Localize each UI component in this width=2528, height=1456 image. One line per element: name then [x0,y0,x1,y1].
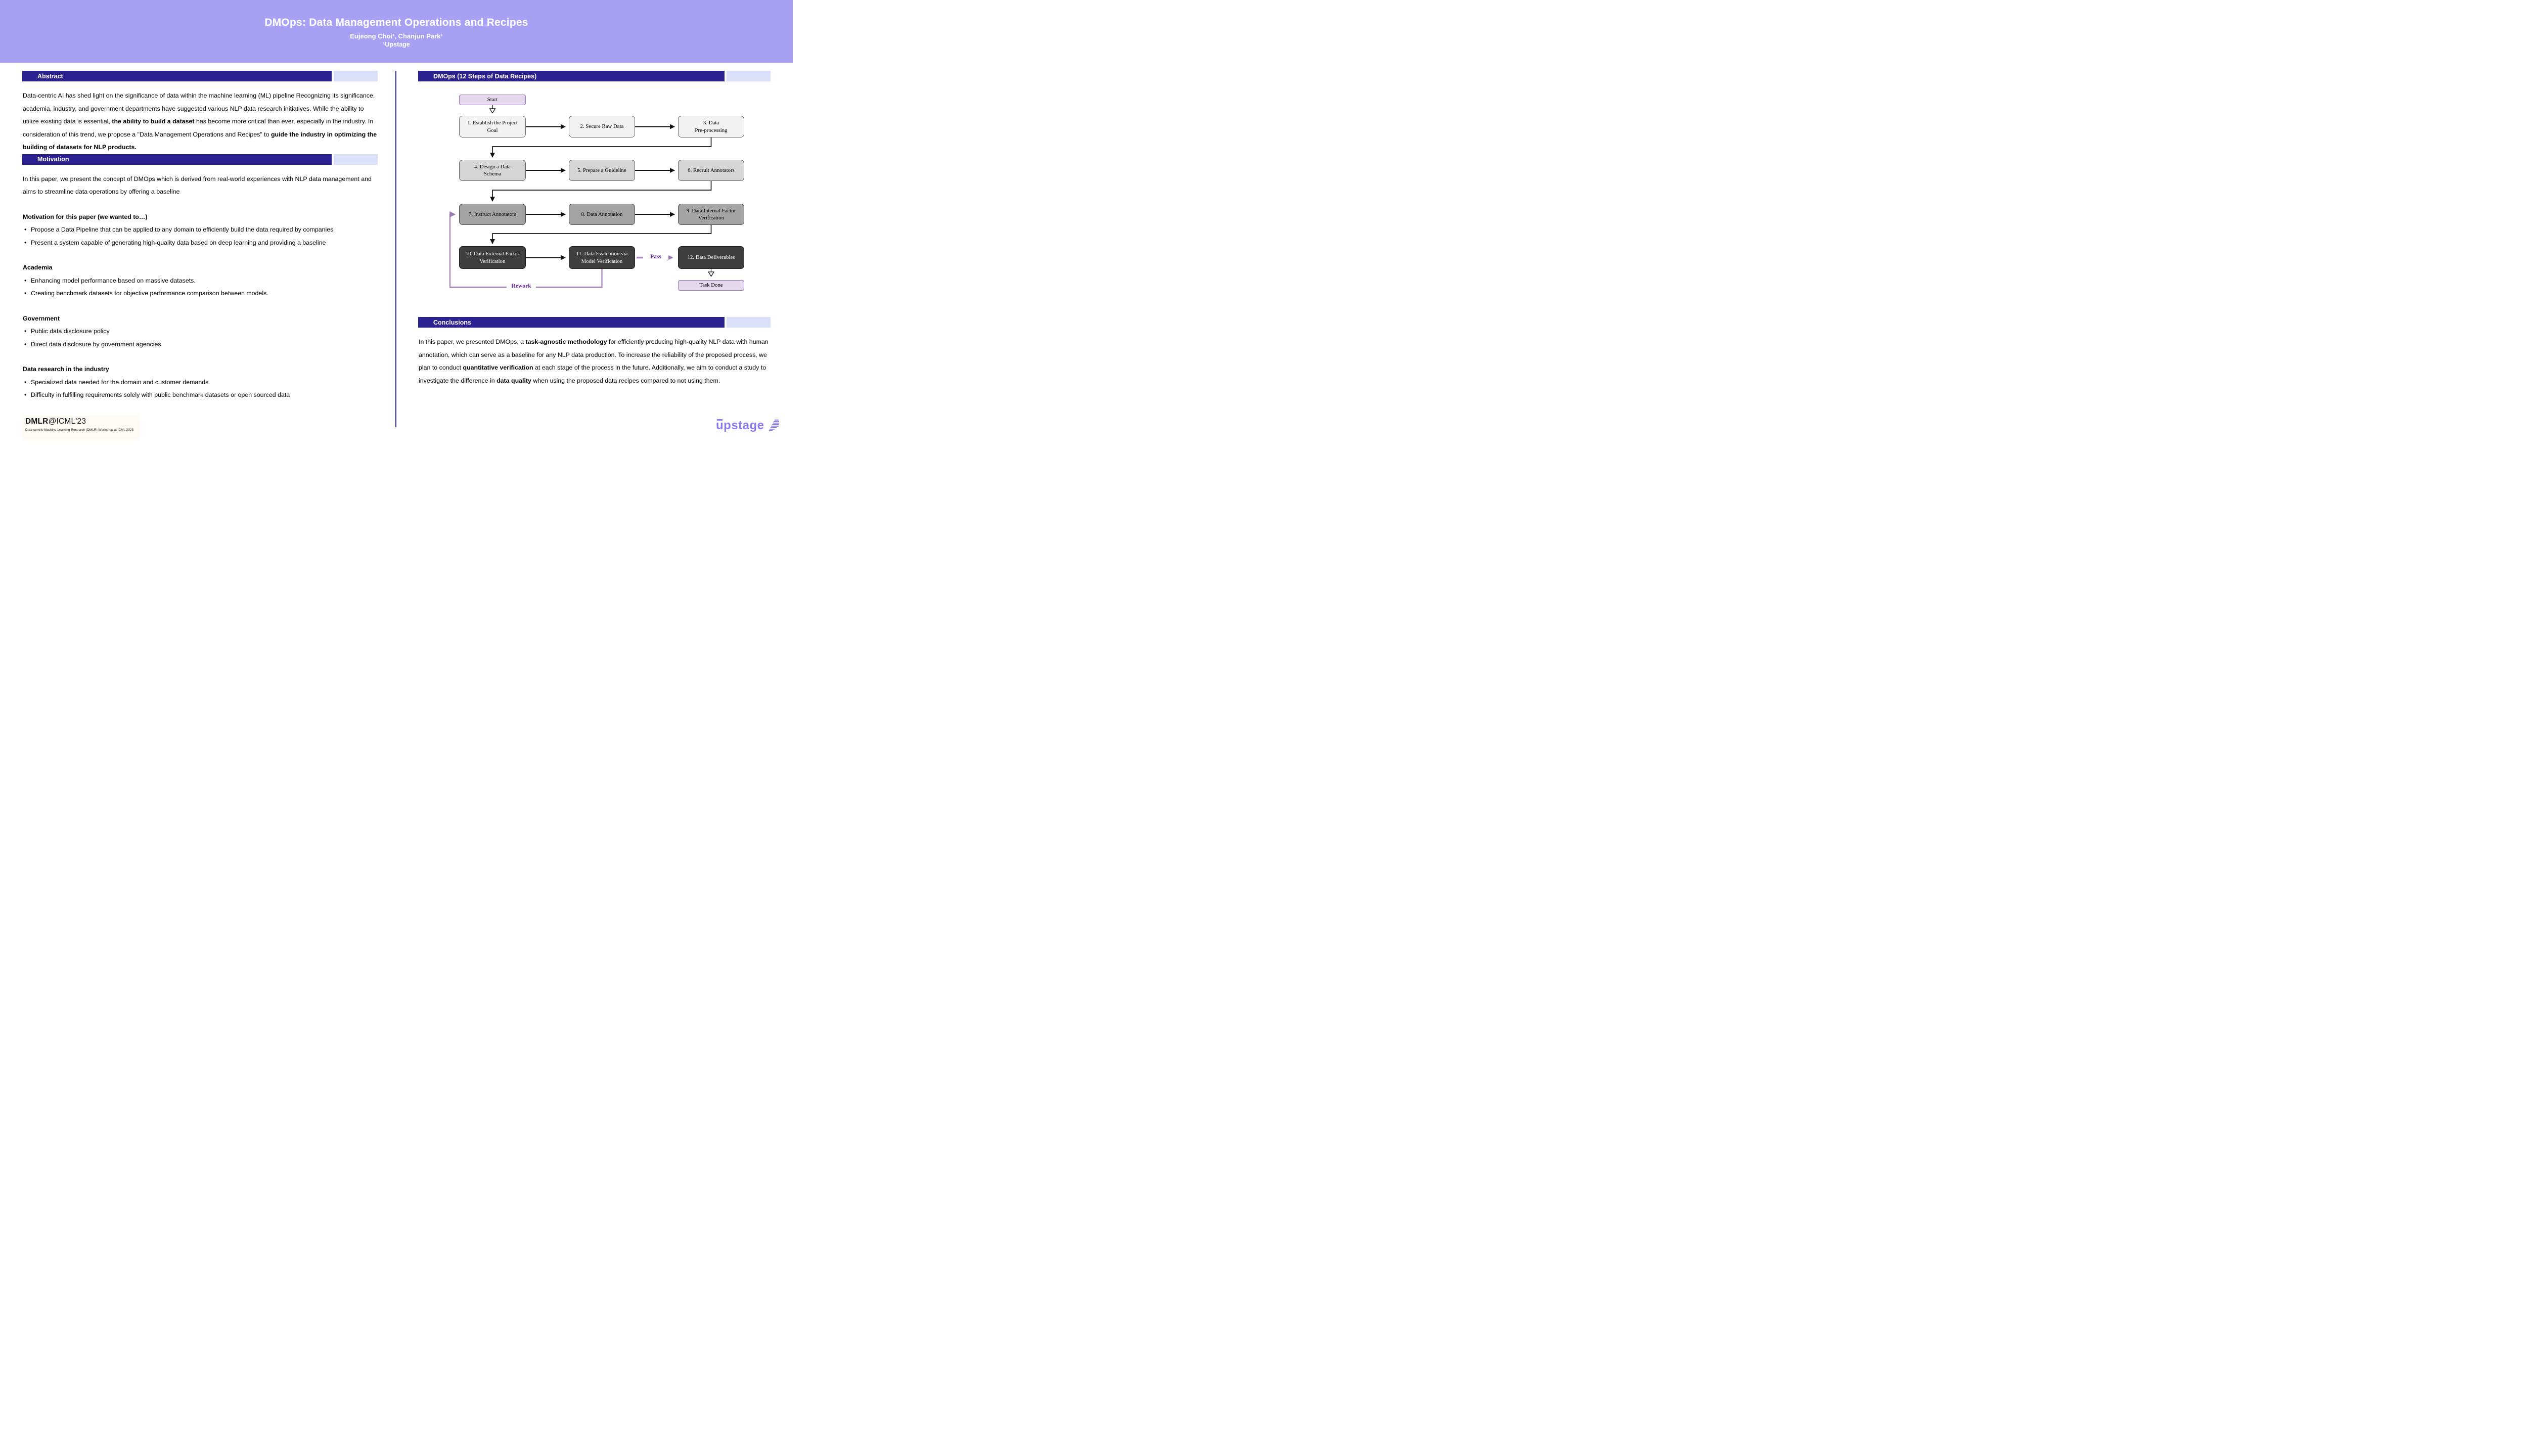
bullet-item: Specialized data needed for the domain a… [22,376,378,389]
bullet-item: Present a system capable of generating h… [22,237,378,250]
upstage-wordmark: upstage [716,419,764,433]
flow-step-11: 11. Data Evaluation via Model Verificati… [569,246,635,269]
dmlr-logo-subtitle: Data-centric Machine Learning Research (… [25,428,134,432]
dmops-section-bar: DMOps (12 Steps of Data Recipes) [418,71,771,81]
flow-step-5: 5. Prepare a Guideline [569,160,635,181]
poster-affiliation: ¹Upstage [383,41,410,48]
flow-step-6: 6. Recruit Annotators [678,160,744,181]
bullet-item: Difficulty in fulfilling requirements so… [22,389,378,402]
text-segment: has become more critical than ever, espe… [23,118,374,138]
motivation-block-academia: Academia Enhancing model performance bas… [22,261,378,300]
motivation-block-industry: Data research in the industry Specialize… [22,363,378,402]
block-bullets: Public data disclosure policyDirect data… [22,325,378,351]
flow-step-3: 3. Data Pre-processing [678,116,744,138]
abstract-heading: Abstract [22,71,332,81]
poster-authors: Eujeong Choi¹, Chanjun Park¹ [350,32,443,40]
text-segment: when using the proposed data recipes com… [531,377,720,384]
upstage-wordmark-text: upstage [716,419,764,432]
text-segment: at each stage of the process in the futu… [419,364,766,384]
bullet-item: Propose a Data Pipeline that can be appl… [22,223,378,237]
section-bar-accent [727,71,771,81]
column-divider [395,71,396,427]
bullet-item: Creating benchmark datasets for objectiv… [22,287,378,300]
flow-step-4: 4. Design a Data Schema [459,160,526,181]
conclusions-paragraph: In this paper, we presented DMOps, a tas… [419,336,771,387]
motivation-heading: Motivation [22,154,332,165]
block-heading: Academia [23,264,53,271]
flow-pass-label: Pass [643,254,668,260]
section-bar-gap [331,71,334,81]
block-bullets: Specialized data needed for the domain a… [22,376,378,402]
flow-step-7: 7. Instruct Annotators [459,204,526,225]
upstage-logo: upstage [716,419,780,433]
section-bar-gap [331,154,334,165]
flow-start-box: Start [459,95,526,105]
dmlr-logo-rest: @ICML'23 [48,417,86,426]
flow-task-done-box: Task Done [678,280,744,291]
poster-header: DMOps: Data Management Operations and Re… [0,0,793,63]
section-bar-accent [333,71,378,81]
block-heading: Data research in the industry [23,366,109,373]
flow-rework-label: Rework [507,283,536,289]
dmlr-workshop-logo: DMLR@ICML'23 Data-centric Machine Learni… [22,416,140,440]
text-segment: Data-centric AI has shed light on the si… [23,92,375,125]
poster-root: DMOps: Data Management Operations and Re… [0,0,793,446]
bullet-item: Enhancing model performance based on mas… [22,275,378,288]
block-bullets: Propose a Data Pipeline that can be appl… [22,223,378,249]
flow-step-12: 12. Data Deliverables [678,246,744,269]
upstage-flag-icon [769,420,779,431]
flow-step-9: 9. Data Internal Factor Verification [678,204,744,225]
motivation-paragraph: In this paper, we present the concept of… [23,175,372,196]
block-bullets: Enhancing model performance based on mas… [22,275,378,300]
text-segment: In this paper, we presented DMOps, a [419,338,526,345]
flow-step-2: 2. Secure Raw Data [569,116,635,138]
section-bar-gap [725,71,727,81]
motivation-block-paper: Motivation for this paper (we wanted to…… [22,211,378,250]
section-bar-gap [725,317,727,328]
right-column: DMOps (12 Steps of Data Recipes) Conclus… [418,71,771,387]
text-segment: for efficiently producing high-quality N… [419,338,769,371]
text-segment: quantitative verification [463,364,533,371]
abstract-section-bar: Abstract [22,71,378,81]
block-heading: Government [23,314,60,322]
left-column: Abstract Data-centric AI has shed light … [22,71,378,402]
text-segment: guide the industry in optimizing the bui… [23,130,377,151]
text-segment: data quality [496,377,531,384]
motivation-block-government: Government Public data disclosure policy… [22,312,378,351]
bullet-item: Public data disclosure policy [22,325,378,338]
section-bar-accent [727,317,771,328]
flow-step-10: 10. Data External Factor Verification [459,246,526,269]
dmops-heading: DMOps (12 Steps of Data Recipes) [418,71,725,81]
flow-step-8: 8. Data Annotation [569,204,635,225]
motivation-section-bar: Motivation [22,154,378,165]
abstract-paragraph: Data-centric AI has shed light on the si… [23,89,378,154]
conclusions-section-bar: Conclusions [418,317,771,328]
conclusions-heading: Conclusions [418,317,725,328]
section-bar-accent [333,154,378,165]
text-segment: task-agnostic methodology [525,338,607,345]
dmlr-logo-title: DMLR@ICML'23 [25,417,137,426]
flow-step-1: 1. Establish the Project Goal [459,116,526,138]
poster-title: DMOps: Data Management Operations and Re… [264,17,528,28]
dmlr-logo-bold: DMLR [25,417,49,426]
text-segment: the ability to build a dataset [112,118,195,125]
bullet-item: Direct data disclosure by government age… [22,338,378,351]
upstage-u-bar [717,419,723,421]
block-heading: Motivation for this paper (we wanted to…… [23,213,148,220]
